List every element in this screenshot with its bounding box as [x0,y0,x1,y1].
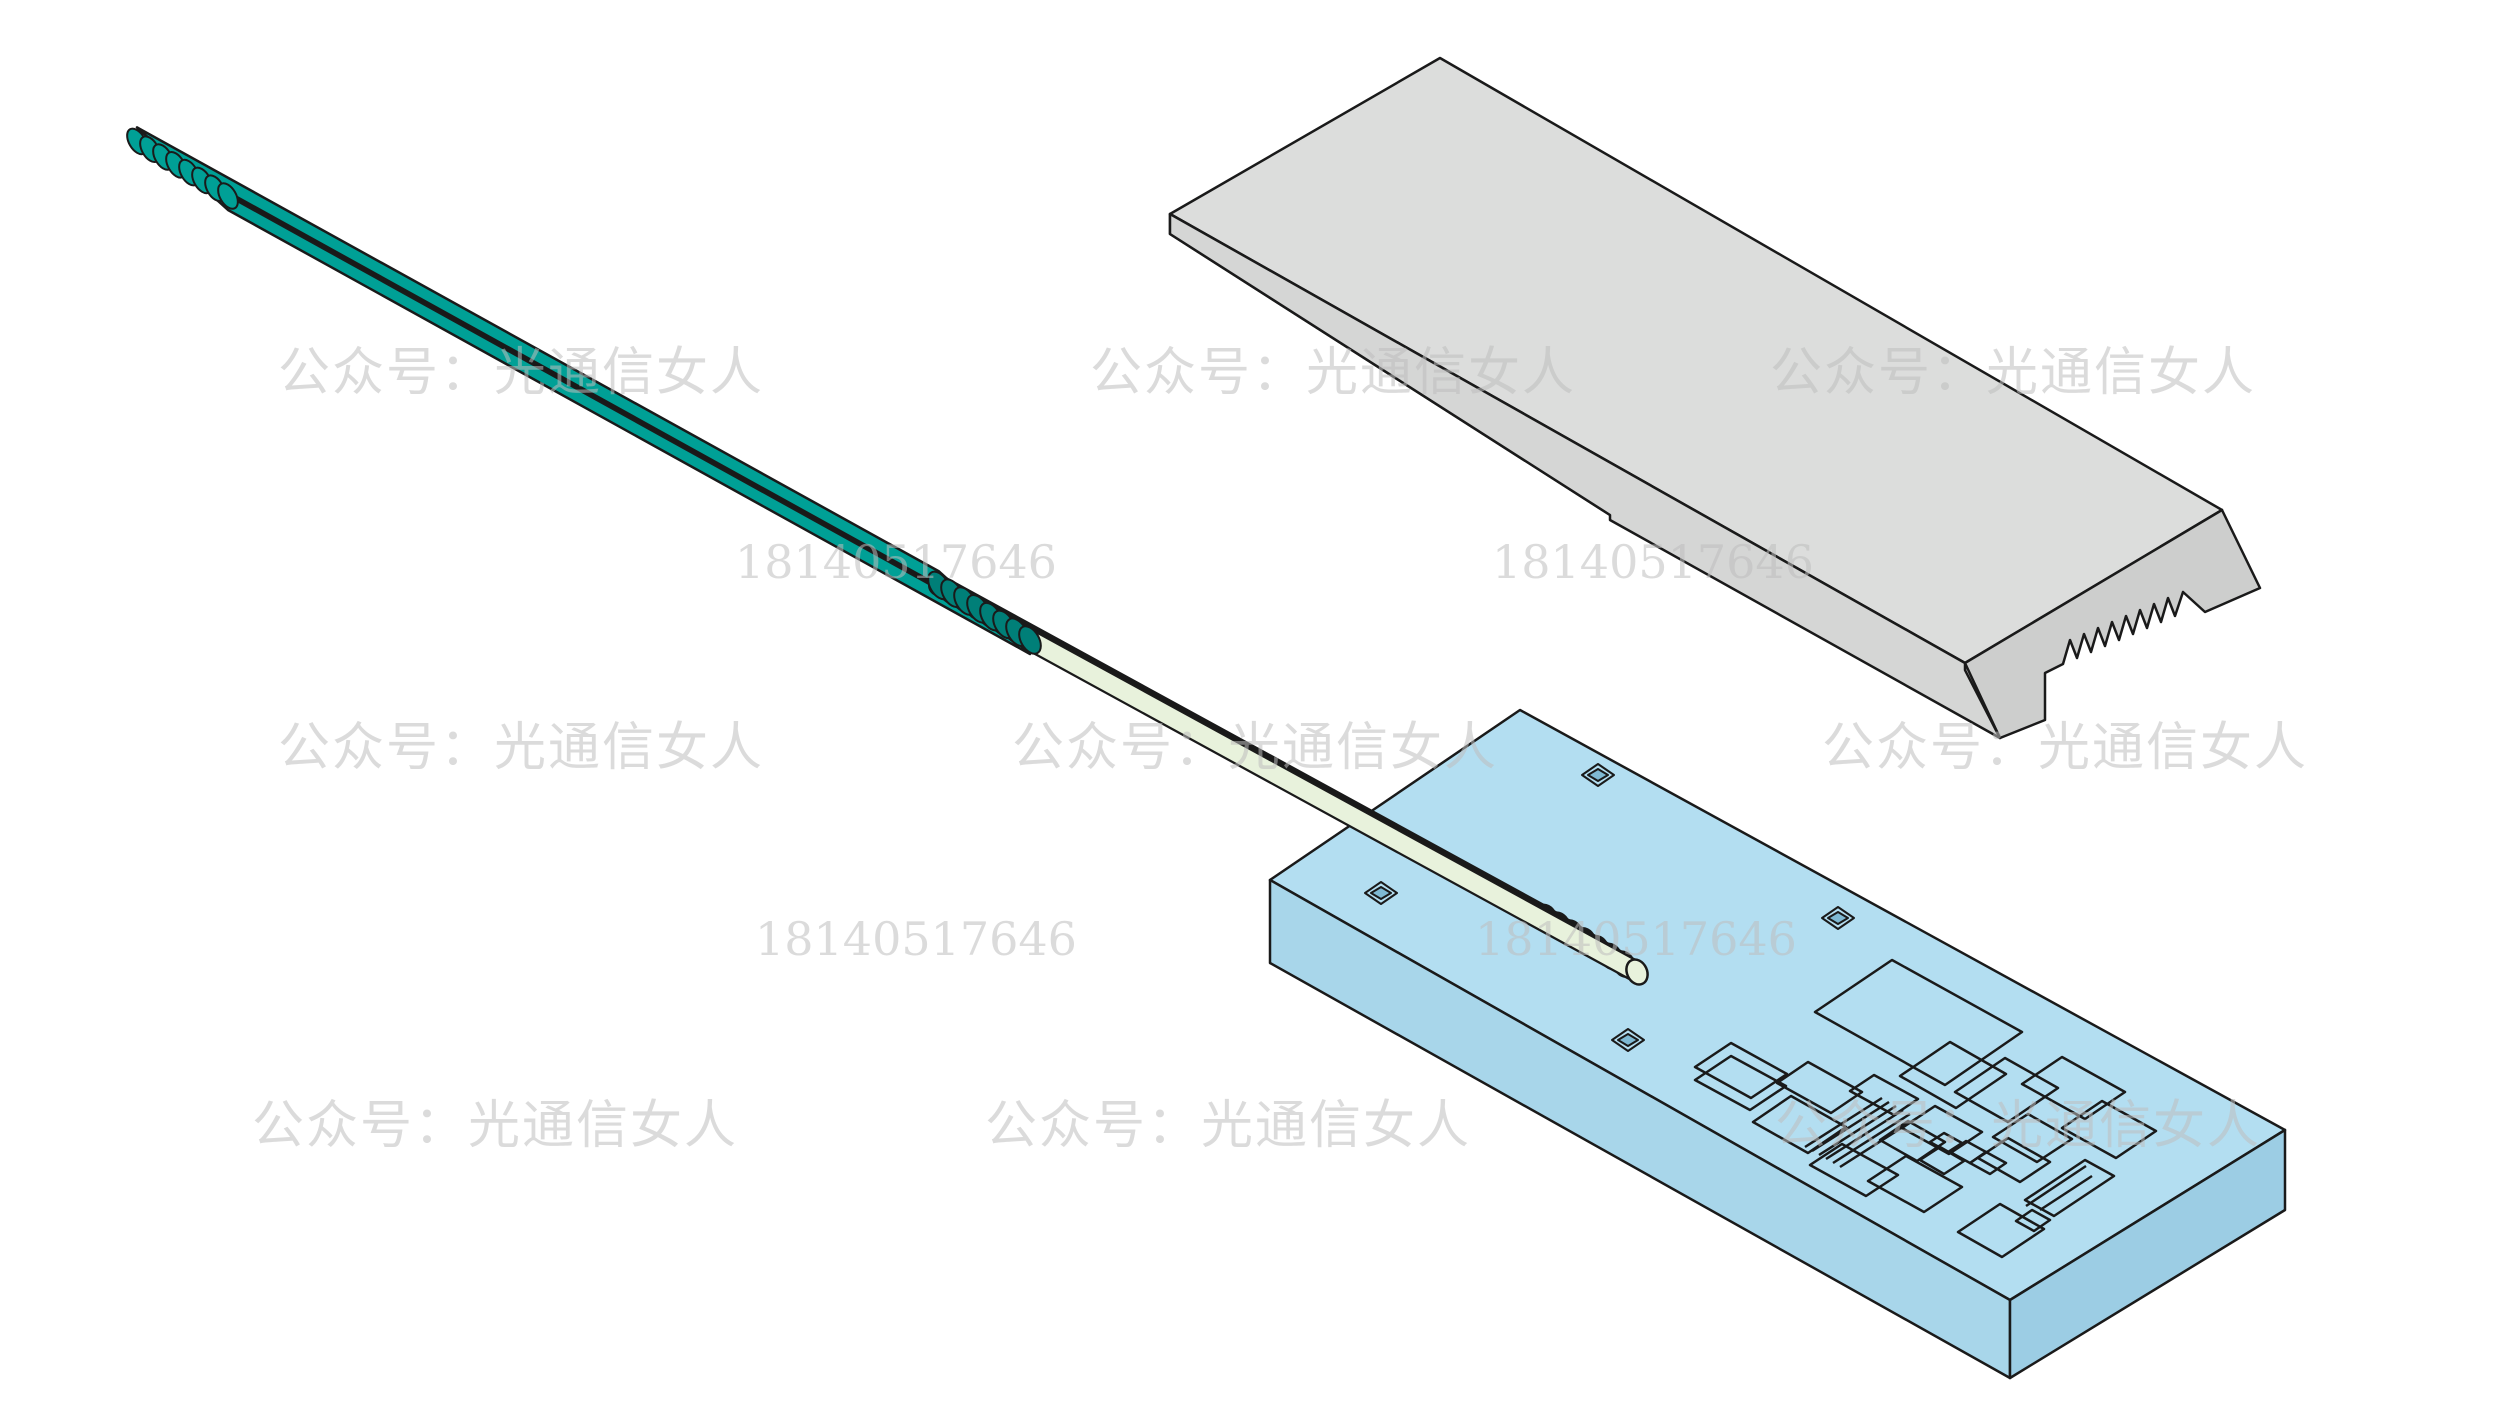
watermark-account-2: 公众号：光通信女人 [1090,343,1576,403]
watermarks: 公众号：光通信女人 公众号：光通信女人 公众号：光通信女人 公众号：光通信女人 … [252,343,2308,1156]
v-groove-lid [1168,56,2262,740]
watermark-account-7: 公众号：光通信女人 [252,1096,738,1156]
fiber-end-face [1625,958,1649,986]
chip-right-face [2008,1128,2287,1380]
watermark-account-4: 公众号：光通信女人 [278,718,764,778]
watermark-account-8: 公众号：光通信女人 [985,1096,1471,1156]
watermark-account-9: 公众号：光通信女人 [1775,1096,2261,1156]
watermark-account-5: 公众号：光通信女人 [1012,718,1498,778]
jacket-ridge-line [227,195,1031,641]
watermark-account-6: 公众号：光通信女人 [1822,718,2308,778]
watermark-phone-2: 18140517646 [1492,535,1814,589]
watermark-phone-3: 18140517646 [755,912,1077,966]
lid-front-face [1963,508,2262,740]
jacket-near-end [217,182,239,210]
chip-circuit-pattern [1693,958,2158,1259]
watermark-phone-1: 18140517646 [735,535,1057,589]
ribbon-fiber-cable [126,126,1649,986]
watermark-account-1: 公众号：光通信女人 [278,343,764,403]
stripped-fiber [1021,631,1646,981]
watermark-account-3: 公众号：光通信女人 [1770,343,2256,403]
chip-substrate [1268,708,2287,1380]
lid-left-face [1168,212,2002,740]
alignment-marks [1364,763,1855,1052]
jacket-end-cap [1018,625,1042,655]
watermark-phone-4: 18140517646 [1475,912,1797,966]
